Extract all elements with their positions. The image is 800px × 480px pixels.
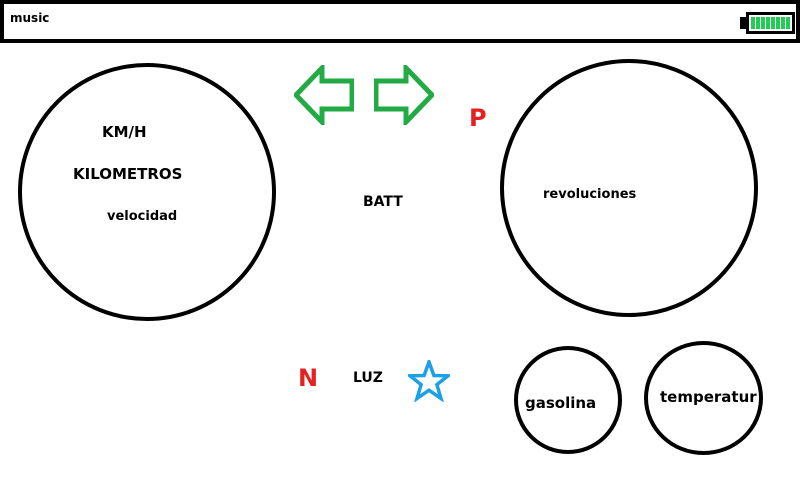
right-turn-arrow-icon — [374, 65, 434, 125]
speed-gauge — [18, 63, 276, 321]
fuel-label: gasolina — [525, 394, 597, 412]
kilometers-label: KILOMETROS — [73, 165, 183, 183]
light-label: LUZ — [353, 370, 383, 386]
temperature-gauge — [644, 341, 763, 455]
temperature-label: temperatur — [660, 388, 757, 406]
top-bar: music — [0, 0, 800, 43]
music-label[interactable]: music — [10, 11, 50, 25]
battery-icon — [740, 12, 795, 34]
battery-fill — [751, 17, 790, 29]
park-indicator: P — [469, 104, 487, 132]
left-turn-arrow-icon — [294, 65, 354, 125]
batt-label: BATT — [363, 194, 403, 210]
speed-label: velocidad — [107, 209, 178, 224]
neutral-indicator: N — [298, 364, 319, 392]
kmh-label: KM/H — [102, 123, 147, 141]
rpm-gauge — [500, 59, 758, 317]
star-icon — [408, 360, 450, 402]
fuel-gauge — [514, 346, 622, 454]
rpm-label: revoluciones — [543, 187, 637, 202]
